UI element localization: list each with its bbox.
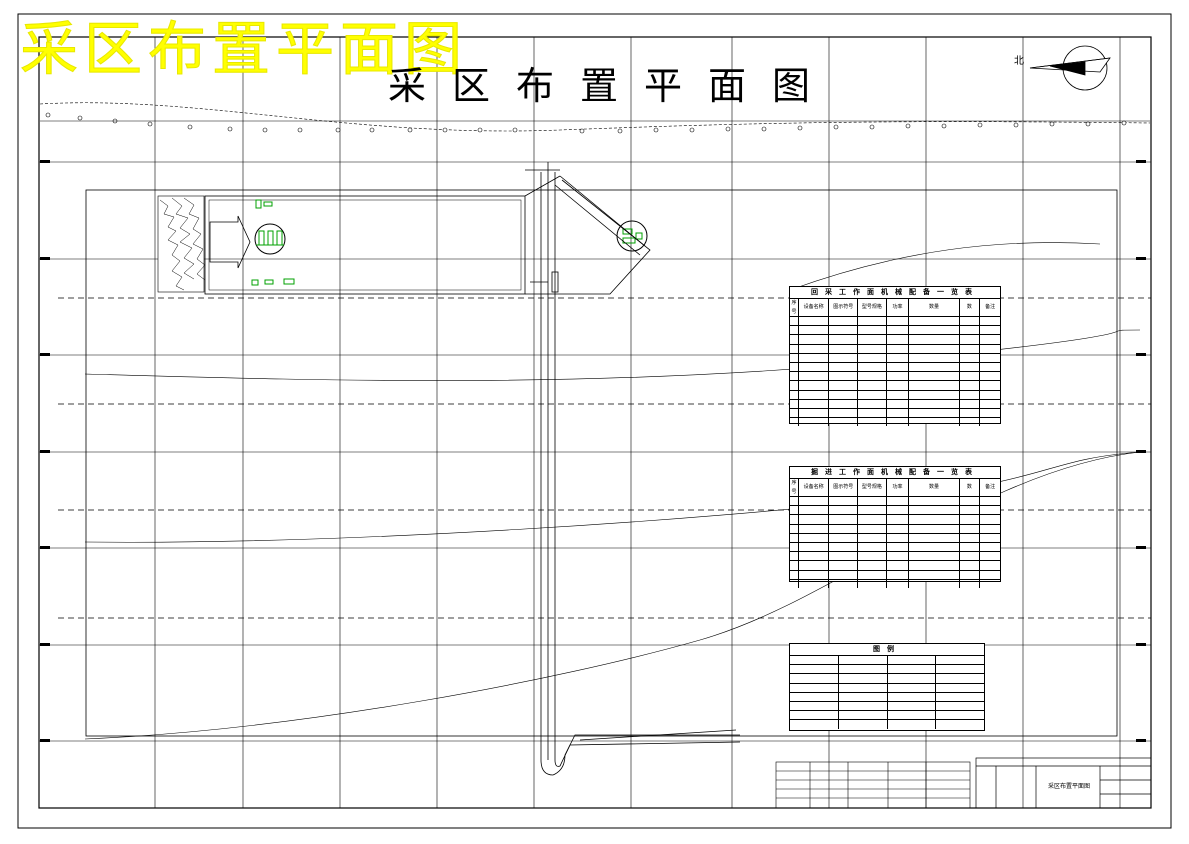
table-row [790,579,1000,588]
table-row [790,570,1000,580]
surface-boundary [39,102,1151,132]
longwall-equipment-table: 回采工作面机械配备一览表 序号 设备名称 图示符号 型号规格 功率 数量 数 备… [789,286,1001,427]
legend-row [790,683,984,693]
title-block [975,757,1152,809]
header-model: 型号规格 [858,299,887,316]
district-boundary [85,189,1118,737]
longwall-table-caption: 回采工作面机械配备一览表 [790,287,1000,299]
table-row [790,344,1000,354]
header-power: 功率 [887,299,910,316]
header-remarks: 备注 [985,304,996,311]
header-index: 序号 [790,479,799,496]
legend-row [790,701,984,712]
advance-arrow [209,215,251,269]
overlay-title: 采区布置平面图 [19,15,469,84]
table-row [790,353,1000,363]
legend-caption: 图例 [790,644,984,656]
equipment-symbols [251,199,648,286]
table-row [790,497,1000,507]
legend-row [790,674,984,684]
table-row [790,418,1000,427]
table-row [790,326,1000,336]
longwall-table-header: 序号 设备名称 图示符号 型号规格 功率 数量 数 备注 [790,299,1000,317]
legend-table: 图例 [789,643,985,731]
table-row [790,408,1000,419]
legend-row [790,711,984,721]
table-row [790,362,1000,373]
boundary-markers [45,112,1127,134]
table-row [790,533,1000,543]
north-arrow-icon: 北 [1014,45,1111,91]
drawing-title: 采区布置平面图 [388,64,837,108]
header-quantity: 数量 [909,299,960,316]
table-row [790,381,1000,391]
legend-row [790,656,984,666]
working-face [204,195,526,295]
heading-equipment-table: 掘进工作面机械配备一览表 序号 设备名称 图示符号 型号规格 功率 数量 数 备… [789,466,1001,588]
header-count: 数 [960,299,981,316]
header-remarks: 备注 [985,484,996,491]
header-name: 设备名称 [799,299,830,316]
header-symbol: 图示符号 [829,299,859,316]
legend-row [790,692,984,702]
titleblock-drawing-name: 采区布置平面图 [1047,783,1090,790]
table-row [790,390,1000,400]
table-row [790,506,1000,516]
inner-border [38,36,1152,809]
header-symbol: 图示符号 [829,479,859,496]
header-index: 序号 [790,299,799,316]
table-row [790,515,1000,525]
header-quantity: 数量 [909,479,960,496]
legend-row [790,665,984,675]
svg-text:北: 北 [1014,55,1024,67]
roadways [524,162,741,776]
header-power: 功率 [887,479,910,496]
table-row [790,552,1000,562]
header-name: 设备名称 [799,479,830,496]
outer-border [17,13,1172,829]
table-row [790,561,1000,571]
legend-row [790,720,984,729]
goaf-area [157,195,205,293]
heading-table-caption: 掘进工作面机械配备一览表 [790,467,1000,479]
symbol-legend-bottom [775,761,971,809]
table-row [790,372,1000,382]
table-row [790,524,1000,534]
table-row [790,542,1000,553]
header-model: 型号规格 [858,479,887,496]
heading-table-header: 序号 设备名称 图示符号 型号规格 功率 数量 数 备注 [790,479,1000,497]
header-count: 数 [960,479,981,496]
table-row [790,317,1000,327]
table-row [790,335,1000,345]
table-row [790,399,1000,409]
